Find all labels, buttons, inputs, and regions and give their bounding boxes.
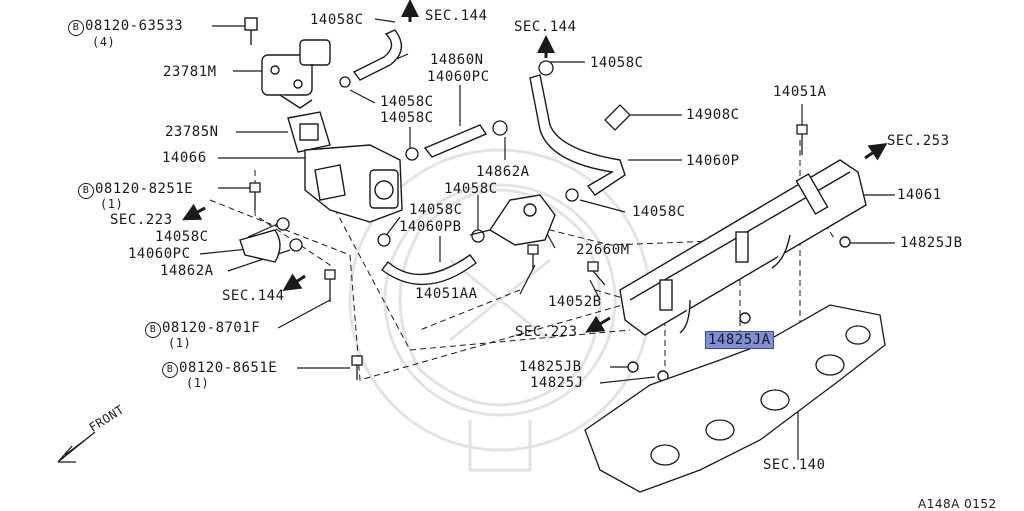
label-sec223: SEC.223: [110, 212, 173, 228]
fuel-rail-14061: [619, 159, 867, 382]
label-14060pb: 14060PB: [399, 219, 462, 235]
manifold-outline: [584, 304, 886, 493]
leader-line: [247, 221, 283, 238]
arrow-sec223-right: [585, 315, 611, 333]
gasket-23785n: [287, 111, 331, 153]
hose-set: [239, 29, 626, 286]
label-14060p: 14060P: [686, 153, 740, 169]
bolt-set: [249, 124, 808, 380]
label-14825j: 14825J: [530, 375, 584, 391]
label-14058c: 14058C: [155, 229, 209, 245]
label-14051a: 14051A: [773, 84, 827, 100]
label-14862a: 14862A: [160, 263, 214, 279]
leader-line: [384, 216, 401, 238]
part-number: 08120-8251E: [95, 181, 194, 197]
clamp-set: [276, 60, 631, 252]
label-14051aa: 14051AA: [415, 286, 478, 302]
label-14825jb: 14825JB: [519, 359, 582, 375]
dashed-guide: [329, 199, 631, 351]
leader-line: [374, 18, 396, 23]
label-22660m: 22660M: [576, 242, 630, 258]
label-23781m: 23781M: [163, 64, 217, 80]
label-14058c: 14058C: [409, 202, 463, 218]
leader-line: [227, 249, 291, 272]
label-14066: 14066: [162, 150, 207, 166]
label-14058c: 14058C: [380, 94, 434, 110]
hose-14060p: [529, 74, 626, 196]
label-14058c: 14058C: [590, 55, 644, 71]
bolt-b-marker: B: [68, 20, 84, 36]
dashed-guide: [419, 289, 521, 331]
front-arrow: [57, 431, 96, 463]
label-sec144: SEC.144: [222, 288, 285, 304]
arrow-sec223-left: [182, 203, 206, 221]
valve-23781m: [244, 17, 331, 109]
label-14058c: 14058C: [380, 110, 434, 126]
leader-line: [599, 376, 656, 384]
label-14060pc: 14060PC: [128, 246, 191, 262]
label-sec140: SEC.140: [763, 457, 826, 473]
hose-14060pc: [423, 124, 488, 158]
label-14862a: 14862A: [476, 164, 530, 180]
leader-line: [579, 199, 626, 213]
label-14825jb: 14825JB: [900, 235, 963, 251]
arrow-sec253: [864, 143, 888, 161]
label-qty: (1): [186, 376, 210, 390]
label-14058c: 14058C: [444, 181, 498, 197]
label-14060pc: 14060PC: [427, 69, 490, 85]
label-sec144: SEC.144: [425, 8, 488, 24]
regulator-22660m: [469, 194, 556, 246]
label-sec253: SEC.253: [887, 133, 950, 149]
part-number: 08120-8701F: [162, 320, 261, 336]
bolt-b-marker: B: [145, 322, 161, 338]
dashed-guide: [209, 199, 351, 256]
label-14052b: 14052B: [548, 294, 602, 310]
label-14825ja-highlighted[interactable]: 14825JA: [705, 331, 774, 349]
label-14860n: 14860N: [430, 52, 484, 68]
diagram-code: A148A 0152: [918, 497, 997, 511]
bolt-b-marker: B: [78, 183, 94, 199]
leader-line: [277, 299, 331, 329]
label-qty: (4): [92, 35, 116, 49]
label-qty: (1): [100, 197, 124, 211]
label-14058c: 14058C: [310, 12, 364, 28]
label-14058c: 14058C: [632, 204, 686, 220]
leader-line: [349, 89, 376, 104]
label-14908c: 14908C: [686, 107, 740, 123]
bolt-b-marker: B: [162, 362, 178, 378]
arrow-sec144-lower: [282, 273, 306, 291]
label-qty: (1): [168, 336, 192, 350]
hose-14860n: [352, 29, 403, 81]
part-number: 08120-63533: [85, 18, 184, 34]
dashed-guide: [349, 254, 641, 381]
direction-arrows: [182, 0, 888, 333]
hose-14060pb: [381, 254, 477, 286]
label-23785n: 23785N: [165, 124, 219, 140]
hose-14060pc-lower: [239, 229, 281, 263]
part-number: 08120-8651E: [179, 360, 278, 376]
label-14061: 14061: [897, 187, 942, 203]
label-sec223: SEC.223: [515, 324, 578, 340]
housing-14066: [304, 144, 403, 223]
label-sec144: SEC.144: [514, 19, 577, 35]
